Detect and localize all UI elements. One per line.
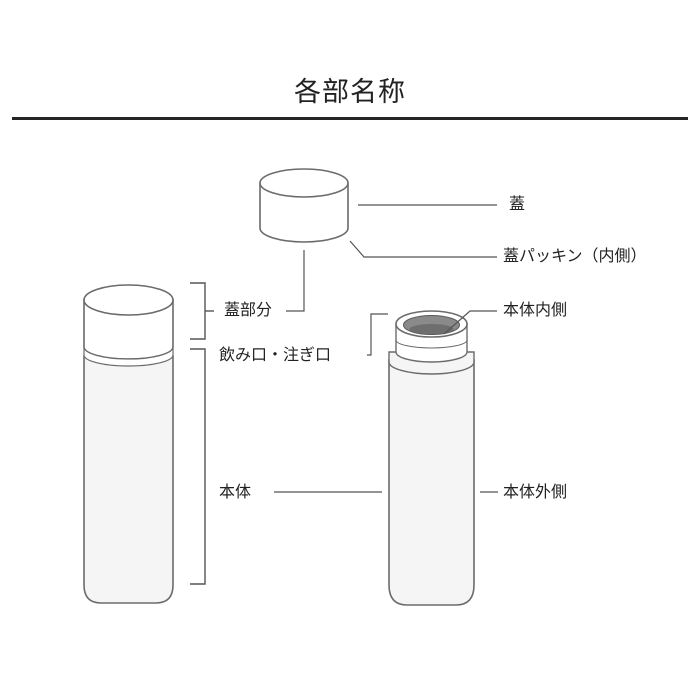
label-body-outer: 本体外側 — [503, 482, 568, 501]
closed-bottle — [83, 284, 174, 604]
leader-lid-packing — [349, 240, 497, 258]
open-bottle — [388, 310, 475, 606]
leader-mouth — [367, 313, 388, 356]
title-underline — [12, 117, 688, 120]
body-bracket — [190, 348, 206, 585]
leader-body-inner — [443, 310, 497, 335]
label-lid: 蓋 — [509, 194, 526, 213]
leader-lid-part — [286, 250, 305, 312]
label-body: 本体 — [219, 482, 252, 501]
page-title: 各部名称 — [294, 77, 406, 108]
label-lid-part: 蓋部分 — [224, 300, 273, 319]
label-lid-packing: 蓋パッキン（内側） — [503, 246, 647, 265]
label-mouth: 飲み口・注ぎ口 — [219, 345, 332, 364]
loose-lid — [259, 168, 349, 243]
leader-lines — [274, 204, 498, 493]
label-body-inner: 本体内側 — [503, 300, 568, 319]
lid-part-bracket — [190, 282, 206, 340]
closed-bottle-body — [83, 355, 174, 604]
brackets — [190, 282, 214, 585]
open-bottle-body — [388, 359, 475, 606]
